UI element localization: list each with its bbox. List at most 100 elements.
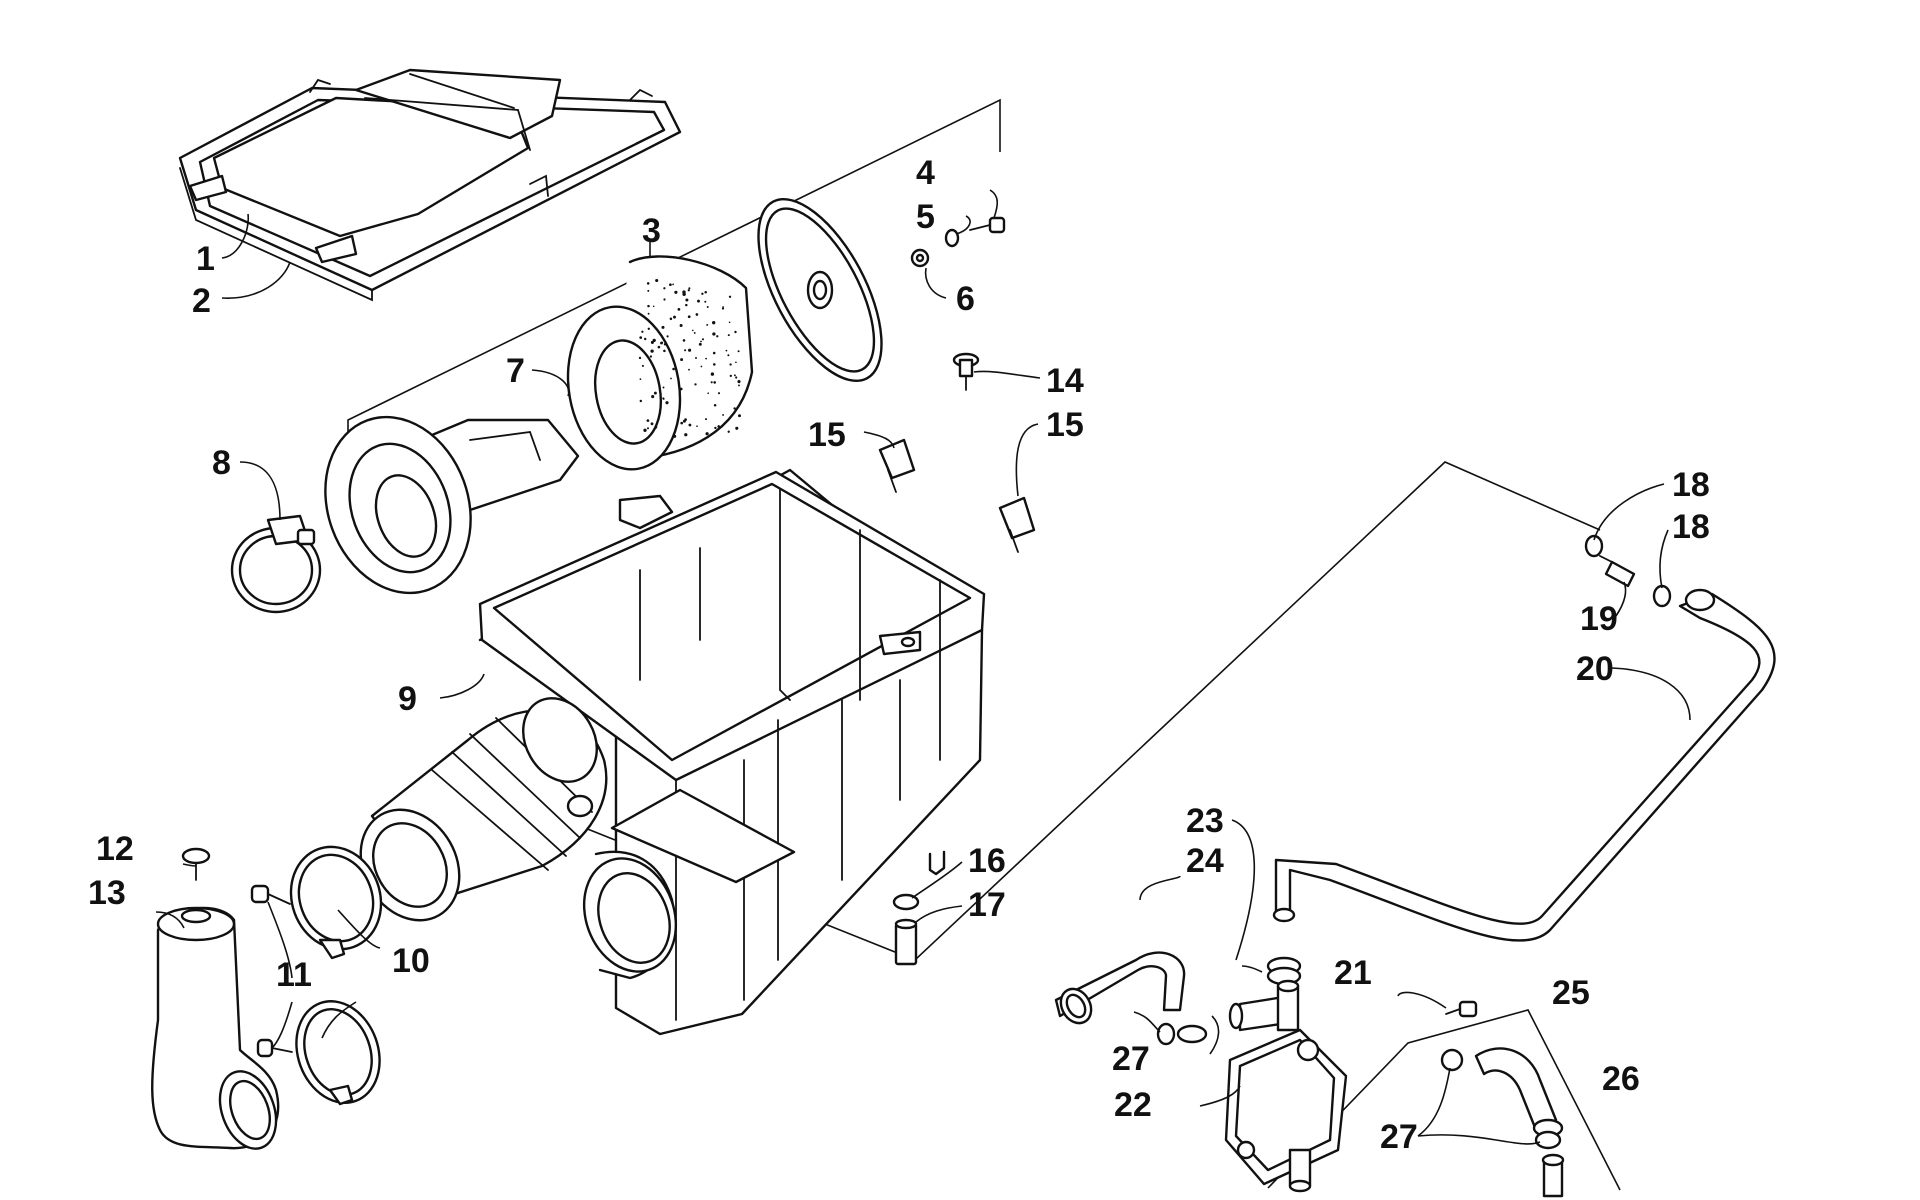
foam-speckle (669, 283, 672, 287)
clip-15-left (878, 438, 916, 493)
clamp-21 (1266, 956, 1302, 986)
foam-speckle (722, 306, 724, 308)
foam-speckle (733, 407, 736, 410)
foam-speckle (710, 372, 715, 376)
foam-speckle (694, 383, 697, 386)
callout-13: 13 (88, 874, 126, 912)
foam-speckle (679, 324, 683, 327)
foam-speckle (712, 321, 716, 325)
callout-24: 24 (1186, 842, 1224, 880)
foam-speckle (722, 413, 725, 416)
foam-speckle (647, 312, 650, 315)
foam-speckle (728, 321, 731, 324)
foam-speckle (670, 377, 672, 380)
bolt-4 (969, 216, 1006, 234)
foam-speckle (700, 365, 703, 368)
fitting-19 (1599, 555, 1636, 588)
foam-speckle (697, 299, 700, 303)
callout-15-right: 15 (1046, 406, 1084, 444)
foam-speckle (701, 338, 705, 341)
foam-speckle (647, 289, 650, 292)
foam-speckle (696, 425, 698, 428)
foam-speckle (735, 361, 737, 364)
callout-21: 21 (1334, 954, 1372, 992)
foam-speckle (674, 290, 678, 294)
foam-speckle (710, 381, 713, 384)
clamp-27-right (1440, 1048, 1464, 1072)
foam-speckle (682, 419, 686, 423)
foam-speckle (652, 305, 655, 308)
foam-speckle (646, 427, 650, 430)
airbox (478, 468, 986, 1036)
callout-4: 4 (916, 154, 935, 192)
foam-speckle (682, 339, 686, 342)
foam-speckle (735, 426, 739, 430)
filter-support (324, 415, 580, 595)
foam-speckle (643, 428, 647, 432)
foam-speckle (643, 337, 647, 341)
foam-speckle (713, 403, 717, 407)
foam-speckle (738, 384, 740, 387)
foam-speckle (725, 349, 728, 352)
clamp-23 (1176, 1024, 1208, 1044)
callout-2: 2 (192, 282, 211, 320)
foam-speckle (701, 292, 704, 295)
foam-speckle (679, 387, 683, 391)
foam-speckle (647, 327, 650, 330)
intake-duct (151, 906, 280, 1150)
hose-clamp-upper (230, 514, 322, 614)
foam-speckle (653, 391, 657, 395)
foam-speckle (646, 419, 650, 422)
callout-1: 1 (196, 240, 215, 278)
foam-speckle (639, 336, 643, 339)
foam-speckle (684, 349, 687, 352)
foam-speckle (665, 401, 669, 405)
callout-5: 5 (916, 198, 935, 236)
foam-speckle (649, 355, 653, 358)
foam-speckle (729, 363, 732, 366)
foam-speckle (713, 381, 716, 384)
foam-speckle (650, 422, 654, 426)
callout-18-upper: 18 (1672, 466, 1710, 504)
foam-speckle (735, 376, 738, 379)
hose-24 (1054, 951, 1186, 1025)
foam-speckle (650, 349, 654, 353)
foam-speckle (705, 357, 707, 360)
foam-speckle (647, 304, 650, 308)
foam-speckle (680, 421, 684, 425)
foam-speckle (727, 334, 730, 337)
foam-speckle (684, 433, 688, 437)
foam-speckle (662, 397, 665, 400)
foam-speckle (687, 289, 690, 292)
callout-25: 25 (1552, 974, 1590, 1012)
foam-speckle (662, 386, 665, 389)
foam-speckle (733, 374, 736, 377)
foam-speckle (639, 378, 642, 380)
spacer-17 (894, 918, 918, 966)
foam-speckle (661, 325, 665, 329)
foam-texture (638, 278, 741, 438)
callout-15-left: 15 (808, 416, 846, 454)
foam-speckle (673, 315, 676, 319)
foam-speckle (688, 348, 692, 352)
foam-speckle (688, 423, 692, 427)
callout-27-right: 27 (1380, 1118, 1418, 1156)
foam-speckle (669, 317, 673, 321)
clamp-27-lower (1534, 1130, 1562, 1150)
foam-speckle (680, 358, 684, 362)
foam-speckle (729, 374, 732, 378)
foam-speckle (734, 330, 737, 334)
washer-5 (944, 228, 960, 248)
callout-27-left: 27 (1112, 1040, 1150, 1078)
foam-speckle (717, 425, 720, 428)
foam-speckle (712, 351, 716, 355)
foam-speckle (728, 295, 732, 298)
foam-speckle (713, 363, 716, 366)
filter-end-cap (757, 198, 883, 382)
callout-22: 22 (1114, 1086, 1152, 1124)
foam-speckle (661, 341, 664, 344)
foam-speckle (663, 343, 667, 346)
foam-speckle (737, 380, 741, 384)
foam-speckle (638, 356, 642, 360)
foam-speckle (727, 354, 730, 357)
